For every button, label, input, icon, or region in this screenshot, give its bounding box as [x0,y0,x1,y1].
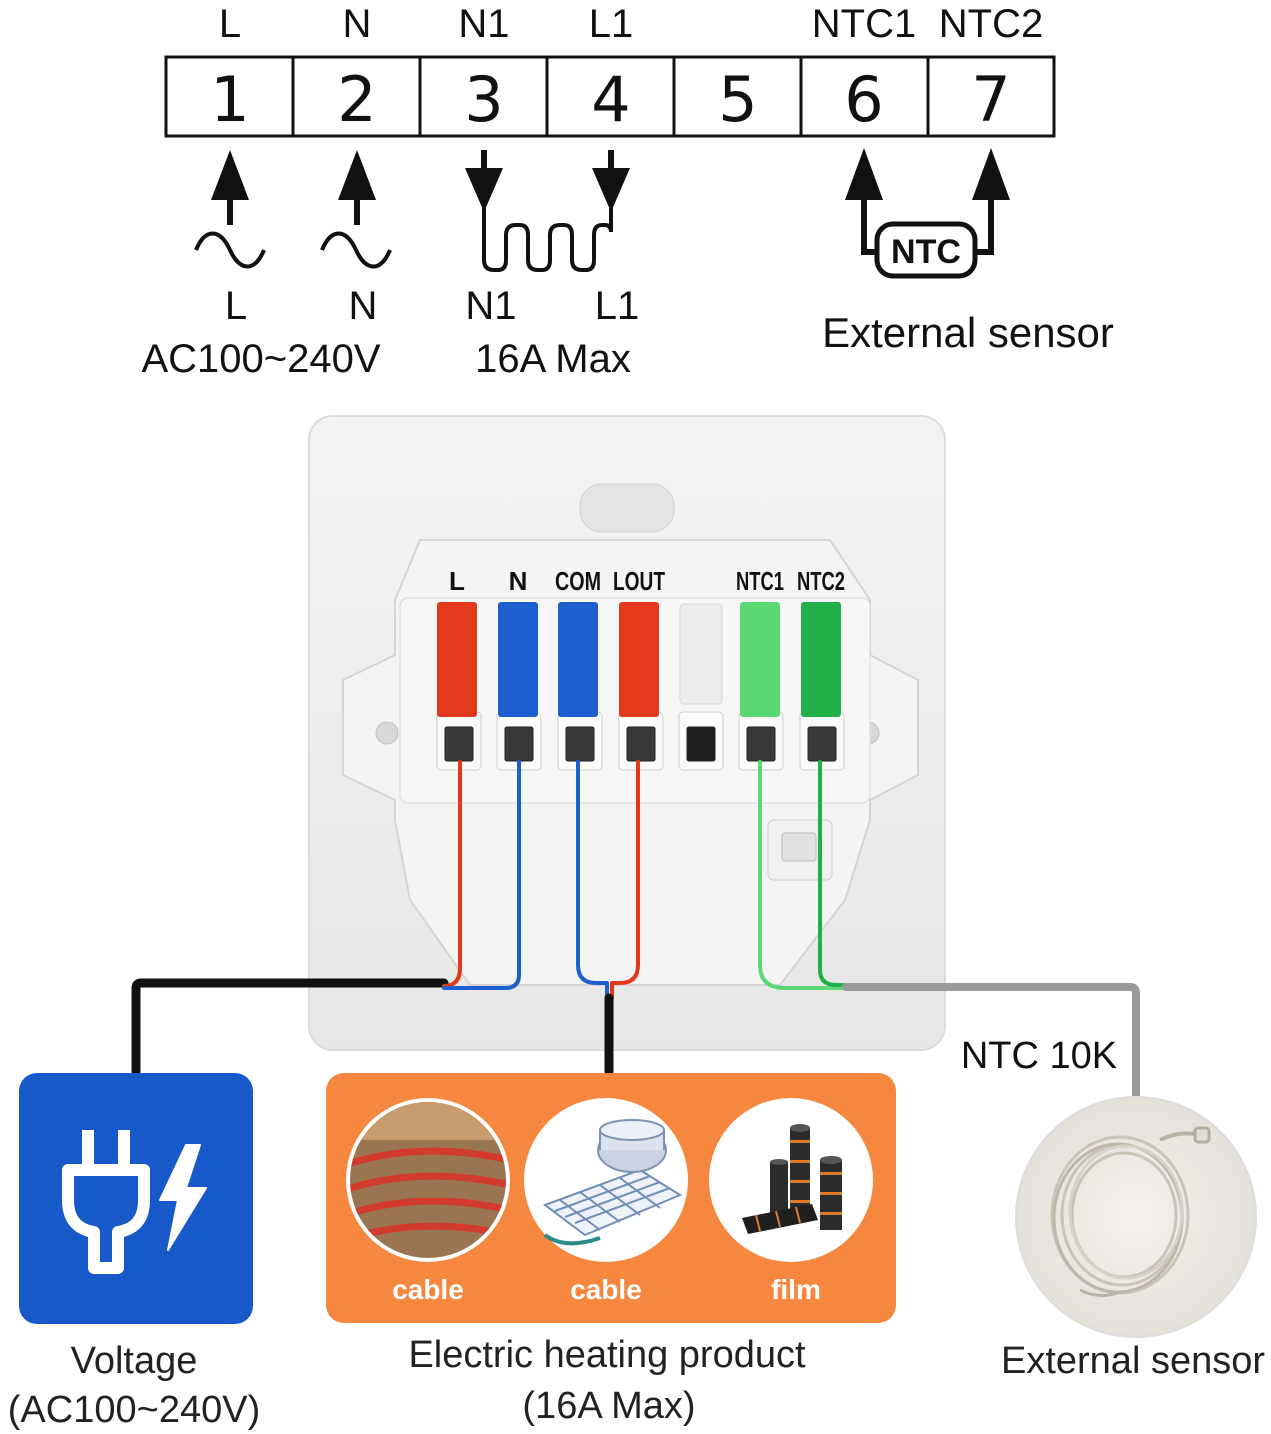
load-schematic [465,150,630,272]
thermostat-back-plate [308,415,946,1051]
device-label-n: N [509,566,528,596]
screw-hole-left [375,721,399,745]
sensor-schematic [845,148,1010,279]
terminal-tabs [437,602,841,717]
arrow-down-icon [592,150,630,212]
terminal-block: 1 2 3 4 5 6 7 L N N1 L1 NTC1 NTC2 [164,2,1056,138]
heating-film-rolls-icon [709,1098,873,1262]
arrow-up-icon [972,148,1010,200]
floor-heating-cable-icon [346,1098,510,1262]
voltage-caption-line1: Voltage [71,1340,198,1382]
voltage-caption-line2: (AC100~240V) [8,1389,260,1431]
arrow-up-icon [211,150,249,225]
power-label-l: L [225,284,247,328]
load-label-n1: N1 [465,284,516,328]
wire-red-l [442,760,462,988]
terminal-number-2: 2 [337,63,376,136]
arrow-down-icon [465,150,503,212]
wire-green-ntc2 [818,760,848,987]
wire-gray-sensor [842,983,1140,1104]
sensor-spec-label: NTC 10K [961,1035,1117,1077]
wire-blue-com [576,760,609,1000]
arrow-up-icon [845,148,883,200]
coiled-sensor-cable-icon [1050,1126,1211,1297]
heating-card [326,1073,896,1323]
terminal-tab-lout [619,602,659,717]
plug-lightning-icon [62,1130,207,1274]
device-label-com: COM [555,566,601,596]
power-schematic [194,150,392,269]
terminal-tab-ntc1 [740,602,780,717]
terminal-number-4: 4 [591,63,630,136]
heating-caption-line2: (16A Max) [522,1385,695,1427]
terminal-number-1: 1 [210,63,249,136]
terminal-tab-ntc2 [801,602,841,717]
heating-item-label-3: film [771,1274,821,1305]
voltage-label: AC100~240V [141,337,380,381]
terminal-number-5: 5 [718,63,757,136]
device-label-ntc2: NTC2 [797,566,845,596]
heating-mat-icon [524,1098,688,1262]
terminal-label-6: NTC1 [812,2,916,46]
terminal-number-6: 6 [844,63,883,136]
terminal-label-7: NTC2 [939,2,1043,46]
terminal-tab-com [558,602,598,717]
sensor-card [1015,1096,1257,1338]
ntc-box-label: NTC [891,233,961,271]
wire-blue-n [442,760,521,990]
device-label-l: L [449,566,465,596]
terminal-label-3: N1 [458,2,509,46]
terminal-screws [444,726,837,762]
heating-item-label-2: cable [570,1274,642,1305]
ac-sine-icon [194,231,266,269]
wire-green-ntc1 [758,760,848,990]
sensor-caption-top: External sensor [822,309,1114,356]
sensor-caption-bottom: External sensor [1001,1340,1265,1382]
terminal-tab-n [498,602,538,717]
terminal-tab-l [437,602,477,717]
wiring [131,760,1140,1104]
heating-item-label-1: cable [392,1274,464,1305]
terminal-label-2: N [343,2,372,46]
load-rating-label: 16A Max [475,337,631,381]
ac-sine-icon [320,231,392,269]
terminal-label-4: L1 [589,2,634,46]
heating-element-icon [482,208,613,272]
device-label-ntc1: NTC1 [736,566,784,596]
terminal-number-3: 3 [464,63,503,136]
load-label-l1: L1 [595,284,640,328]
heating-caption-line1: Electric heating product [408,1334,806,1376]
wire-black-power [131,978,449,1077]
terminal-number-7: 7 [971,63,1010,136]
wire-red-lout [610,760,640,1000]
terminal-dividers [291,57,930,136]
terminal-label-1: L [219,2,241,46]
power-label-n: N [349,284,378,328]
arrow-up-icon [338,150,376,225]
device-label-lout: LOUT [613,566,665,596]
voltage-card [19,1073,253,1324]
